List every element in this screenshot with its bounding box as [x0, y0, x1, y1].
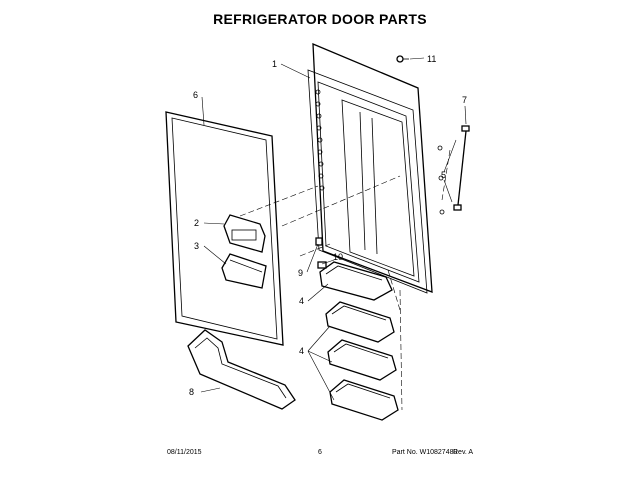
callout-6: 6: [193, 90, 198, 100]
screw: [396, 55, 409, 63]
footer-revision: Rev. A: [453, 449, 474, 456]
callout-7: 7: [462, 95, 467, 105]
door-bin-lower-middle: [327, 339, 397, 381]
door-bin-upper-middle: [325, 301, 395, 343]
door-shelf-holes: [315, 89, 445, 215]
callout-10: 10: [333, 252, 343, 262]
callout-3: 3: [194, 241, 199, 251]
door-bin-bottom: [329, 379, 399, 421]
callout-4-top: 4: [299, 296, 304, 306]
hinge-parts: [315, 237, 327, 269]
footer-part-number: Part No. W10827480: [392, 449, 458, 456]
callout-11: 11: [427, 54, 436, 64]
callout-8: 8: [189, 387, 194, 397]
callout-5: 5: [441, 170, 446, 180]
footer-page-number: 6: [318, 449, 322, 456]
callout-2: 2: [194, 218, 199, 228]
leader-lines: [200, 57, 467, 401]
footer-date: 08/11/2015: [167, 449, 202, 456]
door-panel: [307, 43, 445, 294]
callout-4-lower: 4: [299, 346, 304, 356]
handle: [453, 125, 470, 211]
assembly-lines: [239, 149, 451, 411]
dairy-door: [223, 214, 266, 253]
dairy-bin: [221, 253, 267, 289]
callout-9: 9: [298, 268, 303, 278]
lower-door-bin: [187, 329, 296, 410]
page-title: REFRIGERATOR DOOR PARTS: [213, 11, 427, 27]
callout-1: 1: [272, 59, 277, 69]
door-bin-top: [319, 261, 393, 301]
